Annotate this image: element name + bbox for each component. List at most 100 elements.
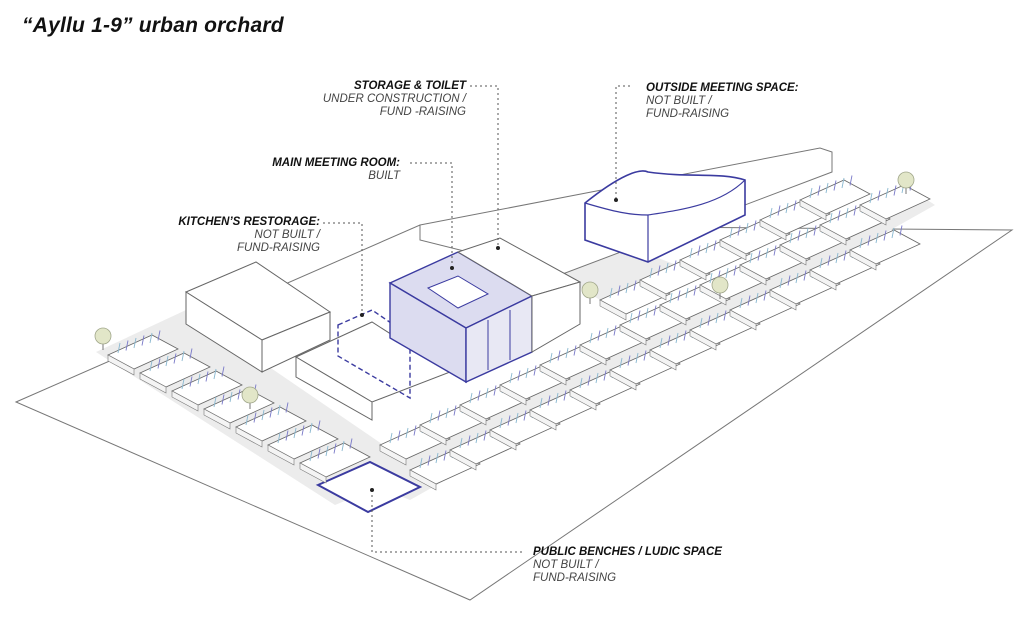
plant bbox=[657, 265, 661, 276]
plant bbox=[349, 438, 353, 449]
plant bbox=[293, 427, 297, 439]
tree-crown bbox=[581, 281, 599, 299]
plant bbox=[753, 220, 757, 231]
leader-dots bbox=[360, 198, 618, 492]
planter-bed-side bbox=[267, 444, 295, 466]
plant bbox=[301, 425, 305, 436]
plant bbox=[477, 390, 481, 401]
plant bbox=[805, 227, 809, 239]
plant bbox=[149, 360, 153, 372]
label-benches-line2: FUND-RAISING bbox=[533, 572, 617, 584]
plant bbox=[893, 185, 897, 196]
plant bbox=[675, 332, 679, 344]
plant bbox=[709, 272, 713, 284]
plant bbox=[667, 335, 671, 346]
planter-bed-side bbox=[809, 269, 837, 291]
plant bbox=[729, 227, 733, 239]
plant bbox=[221, 394, 225, 405]
planter-bed-side bbox=[779, 244, 807, 266]
plant bbox=[739, 297, 743, 309]
plant bbox=[459, 437, 463, 449]
plant bbox=[557, 350, 561, 361]
plant bbox=[749, 252, 753, 264]
plant bbox=[237, 389, 241, 400]
label-benches: PUBLIC BENCHES / LUDIC SPACE NOT BUILT /… bbox=[533, 546, 753, 585]
plant bbox=[777, 205, 781, 216]
plant bbox=[827, 255, 831, 266]
plant bbox=[603, 370, 607, 381]
plant bbox=[325, 445, 329, 457]
label-outside-line2: FUND-RAISING bbox=[646, 108, 730, 120]
plant bbox=[157, 330, 161, 341]
plant bbox=[699, 317, 703, 329]
planter-bed-side bbox=[579, 344, 607, 366]
plant bbox=[797, 230, 801, 241]
plant bbox=[837, 210, 841, 221]
plant bbox=[523, 410, 527, 421]
plant bbox=[613, 325, 617, 336]
plant bbox=[885, 187, 889, 199]
label-benches-title: PUBLIC BENCHES / LUDIC SPACE bbox=[533, 546, 722, 558]
plant bbox=[261, 409, 265, 421]
planter-bed-side bbox=[489, 429, 517, 451]
existing-building-left bbox=[184, 261, 332, 373]
plant bbox=[789, 232, 793, 244]
plant bbox=[181, 350, 185, 362]
planter-bed-side bbox=[849, 249, 877, 271]
plant bbox=[649, 267, 653, 279]
plant bbox=[333, 443, 337, 454]
label-outside: OUTSIDE MEETING SPACE: NOT BUILT / FUND-… bbox=[646, 82, 846, 121]
plant bbox=[683, 330, 687, 341]
plant bbox=[517, 370, 521, 381]
plant bbox=[617, 285, 621, 296]
plant bbox=[493, 385, 497, 396]
tree-crown bbox=[241, 386, 259, 404]
plant bbox=[507, 415, 511, 426]
plant bbox=[173, 353, 177, 364]
plant bbox=[745, 222, 749, 234]
public-benches-area bbox=[315, 460, 423, 514]
plant bbox=[733, 265, 737, 276]
plant bbox=[853, 205, 857, 216]
planter-bed-side bbox=[379, 444, 407, 466]
plant bbox=[597, 330, 601, 341]
plant bbox=[689, 247, 693, 259]
plant bbox=[397, 430, 401, 441]
plant bbox=[765, 247, 769, 259]
planter-bed-side bbox=[203, 408, 231, 430]
planter-bed-side bbox=[235, 426, 263, 448]
plant bbox=[629, 312, 633, 324]
plant bbox=[539, 397, 543, 409]
plant bbox=[773, 245, 777, 256]
plant bbox=[405, 427, 409, 439]
planter-bed-side bbox=[599, 299, 627, 321]
plant bbox=[317, 420, 321, 431]
planter-bed-side bbox=[769, 289, 797, 311]
plant bbox=[685, 287, 689, 299]
planter-bed-side bbox=[699, 284, 727, 306]
plant bbox=[605, 327, 609, 339]
plant bbox=[841, 177, 845, 189]
plant bbox=[845, 207, 849, 219]
label-kitchen-title: KITCHEN’S RESTORAGE: bbox=[178, 216, 320, 228]
plant bbox=[899, 225, 903, 236]
plant bbox=[277, 432, 281, 444]
plant bbox=[635, 352, 639, 364]
plant bbox=[285, 430, 289, 441]
planter-bed-side bbox=[499, 384, 527, 406]
plant bbox=[619, 357, 623, 369]
plant bbox=[579, 377, 583, 389]
tree-crown bbox=[711, 276, 729, 294]
plant bbox=[809, 187, 813, 199]
planter-bed-side bbox=[539, 364, 567, 386]
plant bbox=[499, 417, 503, 429]
plant bbox=[419, 457, 423, 469]
plant bbox=[469, 392, 473, 404]
plant bbox=[723, 310, 727, 321]
plant bbox=[715, 312, 719, 324]
planter-bed-side bbox=[639, 279, 667, 301]
plant bbox=[849, 175, 853, 186]
plant bbox=[285, 402, 289, 413]
plant bbox=[133, 337, 137, 349]
plant bbox=[833, 180, 837, 191]
